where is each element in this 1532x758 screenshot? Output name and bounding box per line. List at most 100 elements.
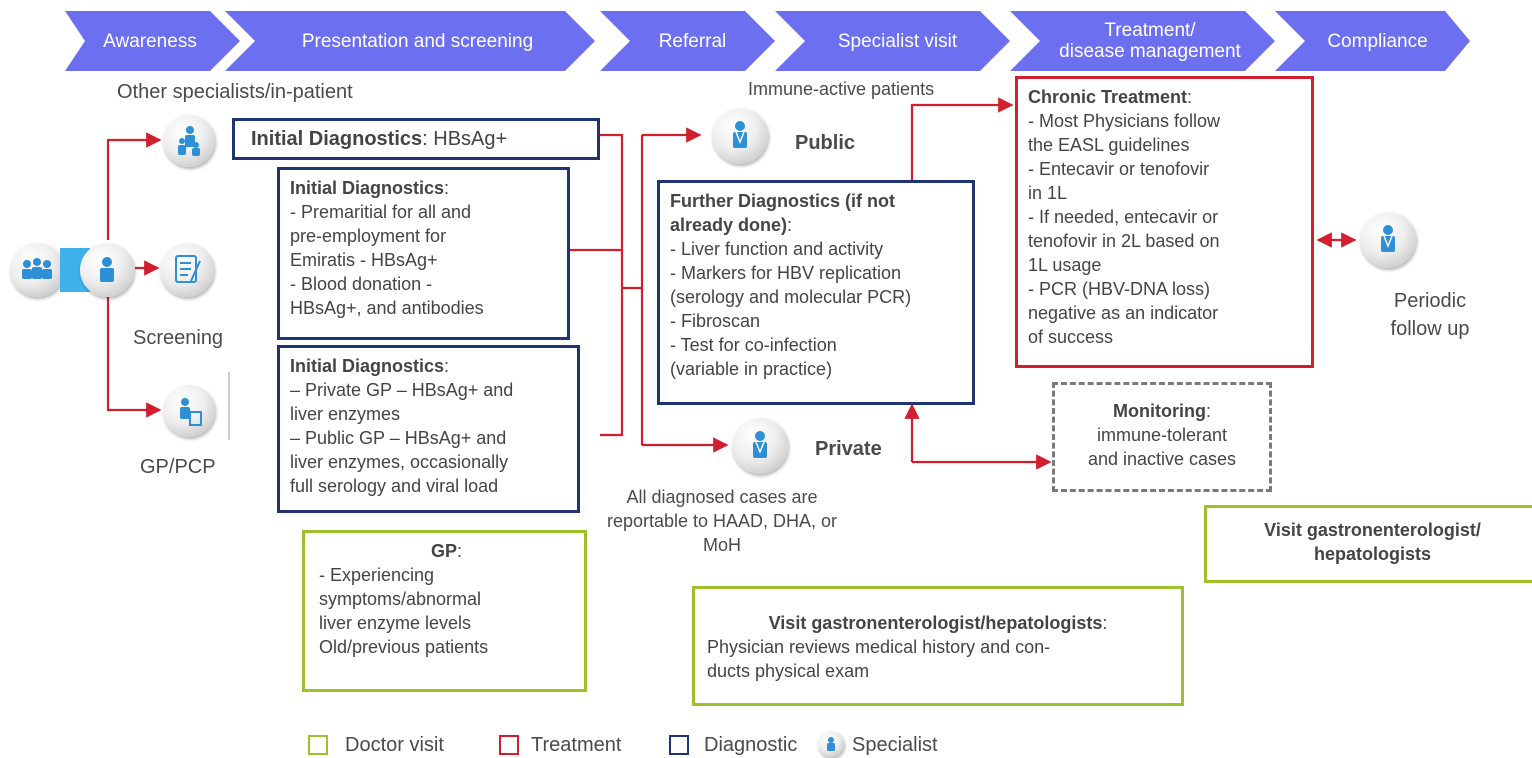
box-chronic-title: Chronic Treatment — [1028, 87, 1188, 107]
label-public: Public — [795, 132, 856, 154]
box-chronic-line: - Most Physicians follow — [1028, 111, 1221, 131]
legend-treatment-swatch — [499, 735, 519, 755]
box-monitoring-line: immune-tolerant — [1096, 425, 1228, 445]
stage-chevron-treatment — [1010, 11, 1275, 71]
box-hbsag-title: Initial Diagnostics — [251, 128, 423, 150]
box-further-line: (serology and molecular PCR) — [670, 287, 912, 307]
public-specialist-icon — [712, 108, 768, 164]
box-gp-visit-line: - Experiencing — [319, 565, 435, 585]
label-gp-pcp: GP/PCP — [140, 456, 216, 478]
gp-doctor-icon — [163, 385, 215, 437]
box-chronic-line: of success — [1028, 327, 1114, 347]
box-chronic-line: in 1L — [1028, 183, 1068, 203]
box-premarital-line: - Blood donation - — [290, 274, 433, 294]
box-chronic-line: - Entecavir or tenofovir — [1028, 159, 1210, 179]
box-gp-visit-line: symptoms/abnormal — [319, 589, 482, 609]
legend-specialist-icon — [818, 731, 844, 757]
box-gp-visit-colon: : — [457, 541, 463, 561]
box-premarital-colon: : — [444, 178, 450, 198]
box-visit-specialist: Visit gastronenterologist/hepatologists:… — [692, 586, 1184, 706]
box-visit-specialist-line: ducts physical exam — [707, 661, 870, 681]
box-gp-diag-line: full serology and viral load — [290, 476, 499, 496]
box-premarital-line: pre-employment for — [290, 226, 447, 246]
legend-diagnostic-label: Diagnostic — [704, 734, 798, 756]
box-premarital-title: Initial Diagnostics — [290, 178, 445, 198]
arrow-to-chronic-treatment — [910, 97, 1014, 180]
box-gp-diag-line: liver enzymes, occasionally — [290, 452, 509, 472]
arrow-to-other-specialists — [106, 132, 162, 240]
box-visit-right: Visit gastronenterologist/ hepatologists — [1204, 505, 1532, 583]
screening-clipboard-icon — [160, 243, 214, 297]
legend-doctor-visit-label: Doctor visit — [345, 734, 444, 756]
box-gp-visit-line: Old/previous patients — [319, 637, 489, 657]
stage-chevron-compliance — [1275, 11, 1470, 71]
box-visit-specialist-title: Visit gastronenterologist/hepatologists — [768, 613, 1103, 633]
legend-diagnostic-swatch — [669, 735, 689, 755]
box-monitoring: Monitoring: immune-tolerant and inactive… — [1052, 382, 1272, 492]
box-further-diagnostics: Further Diagnostics (if not already done… — [657, 180, 975, 405]
box-premarital-line: HBsAg+, and antibodies — [290, 298, 484, 318]
group-icon — [10, 243, 64, 297]
box-gp-diag-line: – Private GP – HBsAg+ and — [290, 380, 514, 400]
box-gp-diag-title: Initial Diagnostics — [290, 356, 445, 376]
stage-awareness: Awareness — [103, 30, 197, 52]
box-initial-diagnostics-hbsag: Initial Diagnostics: HBsAg+ — [232, 118, 600, 160]
private-specialist-icon — [732, 418, 788, 474]
box-gp-diag-line: – Public GP – HBsAg+ and — [290, 428, 507, 448]
legend-specialist-label: Specialist — [852, 734, 938, 756]
stage-chevron-specialist — [775, 11, 1010, 71]
box-premarital-line: - Premaritial for all and — [290, 202, 472, 222]
arrow-to-gp — [106, 270, 162, 418]
box-chronic-treatment: Chronic Treatment: - Most Physicians fol… — [1015, 76, 1314, 368]
box-initial-diagnostics-premarital: Initial Diagnostics: - Premaritial for a… — [277, 167, 570, 340]
box-visit-specialist-line: Physician reviews medical history and co… — [707, 637, 1051, 657]
box-gp-diag-line: liver enzymes — [290, 404, 401, 424]
legend-doctor-visit-swatch — [308, 735, 328, 755]
box-chronic-line: - If needed, entecavir or — [1028, 207, 1219, 227]
box-gp-diag-colon: : — [444, 356, 450, 376]
stage-chevron-referral — [600, 11, 775, 71]
box-gp-visit-title: GP — [430, 541, 457, 561]
other-specialist-icon — [163, 115, 215, 167]
box-chronic-colon: : — [1187, 87, 1193, 107]
box-gp-visit-heading: GP: — [319, 539, 574, 563]
connector-diag-right — [600, 133, 624, 437]
box-chronic-line: - PCR (HBV-DNA loss) — [1028, 279, 1211, 299]
label-reportable: All diagnosed cases are reportable to HA… — [606, 487, 838, 555]
box-monitoring-line: and inactive cases — [1087, 449, 1237, 469]
box-chronic-line: tenofovir in 2L based on — [1028, 231, 1220, 251]
stage-presentation: Presentation and screening — [301, 30, 534, 52]
box-hbsag-rest: : HBsAg+ — [422, 128, 508, 150]
box-further-line: - Fibroscan — [670, 311, 761, 331]
box-further-line: - Liver function and activity — [670, 239, 884, 259]
label-private: Private — [815, 438, 882, 460]
box-chronic-line: negative as an indicator — [1028, 303, 1219, 323]
stage-chevron-presentation — [225, 11, 595, 71]
label-other-specialists: Other specialists/in-patient — [117, 81, 353, 103]
box-further-line: - Test for co-infection — [670, 335, 837, 355]
stage-referral: Referral — [658, 30, 727, 52]
box-further-colon: : — [787, 215, 793, 235]
box-further-title: already done) — [670, 215, 788, 235]
stage-compliance: Compliance — [1327, 30, 1428, 52]
stage-bar — [65, 11, 1470, 71]
box-further-line: (variable in practice) — [670, 359, 833, 379]
label-screening: Screening — [133, 327, 224, 349]
box-chronic-line: the EASL guidelines — [1028, 135, 1190, 155]
label-periodic-follow-up: Periodic follow up — [1390, 290, 1470, 340]
box-visit-specialist-colon: : — [1102, 613, 1108, 633]
followup-specialist-icon — [1360, 212, 1416, 268]
legend-treatment-label: Treatment — [531, 734, 622, 756]
box-further-line: - Markers for HBV replication — [670, 263, 902, 283]
box-visit-specialist-heading: Visit gastronenterologist/hepatologists: — [707, 611, 1169, 635]
box-further-title: Further Diagnostics (if not — [670, 191, 895, 211]
box-monitoring-title: Monitoring — [1113, 401, 1206, 421]
stage-treatment: Treatment/ disease management — [1059, 20, 1241, 62]
gp-divider — [228, 372, 230, 440]
box-premarital-line: Emiratis - HBsAg+ — [290, 250, 438, 270]
box-visit-right-line: hepatologists — [1313, 544, 1431, 564]
box-visit-right-line: Visit gastronenterologist/ — [1264, 520, 1481, 540]
box-gp-visit-line: liver enzyme levels — [319, 613, 472, 633]
stage-specialist-visit: Specialist visit — [837, 30, 958, 52]
